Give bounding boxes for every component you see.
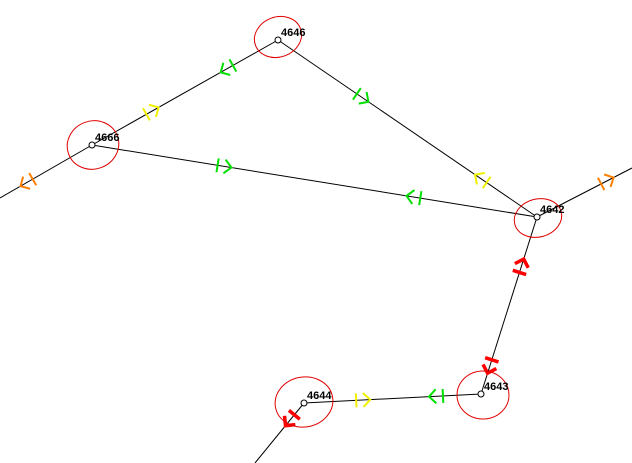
node-label: 4644 [307, 390, 332, 402]
link-4643-4644 [303, 393, 482, 404]
node-label: 4642 [540, 204, 564, 216]
node-point-icon [477, 390, 485, 398]
node-ring [253, 15, 303, 59]
bar-icon [142, 107, 151, 121]
direction-marker-yellow [354, 392, 372, 408]
link-4646-4642 [277, 39, 538, 218]
chevron-icon [222, 158, 233, 175]
direction-marker-yellow [473, 171, 492, 189]
link-4644-exit-south [254, 402, 305, 463]
direction-marker-green [427, 388, 445, 405]
bar-icon [597, 177, 606, 191]
direction-marker-red [481, 356, 500, 376]
node-ring [66, 120, 120, 170]
node-point-icon [274, 36, 282, 44]
link-4666-4642 [91, 144, 538, 218]
node-ring [456, 370, 510, 420]
chevron-icon [358, 91, 370, 105]
chevron-icon [514, 256, 530, 269]
bar-icon [352, 87, 362, 101]
bar-icon [481, 176, 492, 189]
chevron-icon [473, 171, 485, 185]
bar-icon [28, 172, 38, 186]
node-point-icon [533, 213, 541, 221]
direction-marker-green [219, 58, 238, 76]
chevron-icon [405, 189, 416, 205]
node-4644[interactable]: 4644 [271, 372, 337, 431]
bar-icon [512, 268, 527, 277]
bar-icon [441, 388, 445, 403]
node-label: 4646 [281, 27, 305, 39]
node-ring [513, 198, 563, 238]
node-point-icon [300, 399, 308, 407]
chevron-icon [148, 103, 160, 118]
node-ring [274, 376, 334, 428]
direction-marker-green [352, 87, 370, 105]
direction-marker-yellow [142, 103, 160, 121]
link-4642-4643 [480, 216, 538, 395]
chevron-icon [219, 62, 231, 76]
chevron-icon [603, 173, 615, 188]
node-4642[interactable]: 4642 [510, 193, 566, 242]
link-4666-4646 [91, 39, 279, 146]
node-label: 4666 [95, 132, 119, 144]
node-point-icon [88, 141, 96, 149]
bar-icon [354, 393, 358, 408]
direction-marker-orange [597, 173, 615, 191]
chevron-icon [362, 392, 372, 408]
link-4642-exit-east [536, 167, 632, 218]
bar-icon [418, 191, 423, 206]
bar-icon [484, 356, 500, 364]
direction-marker-green [405, 189, 423, 206]
direction-marker-orange [19, 172, 38, 190]
bar-icon [215, 158, 220, 173]
node-4643[interactable]: 4643 [456, 370, 510, 420]
chevron-icon [19, 176, 31, 190]
direction-marker-red [512, 256, 530, 277]
link-4666-exit-west [0, 144, 93, 199]
node-4646[interactable]: 4646 [249, 10, 308, 64]
chevron-icon [481, 363, 498, 376]
direction-marker-green [215, 158, 233, 175]
bar-icon [287, 409, 301, 421]
chevron-icon [427, 388, 438, 405]
node-4666[interactable]: 4666 [60, 114, 125, 177]
node-label: 4643 [484, 381, 508, 393]
bar-icon [228, 58, 238, 73]
